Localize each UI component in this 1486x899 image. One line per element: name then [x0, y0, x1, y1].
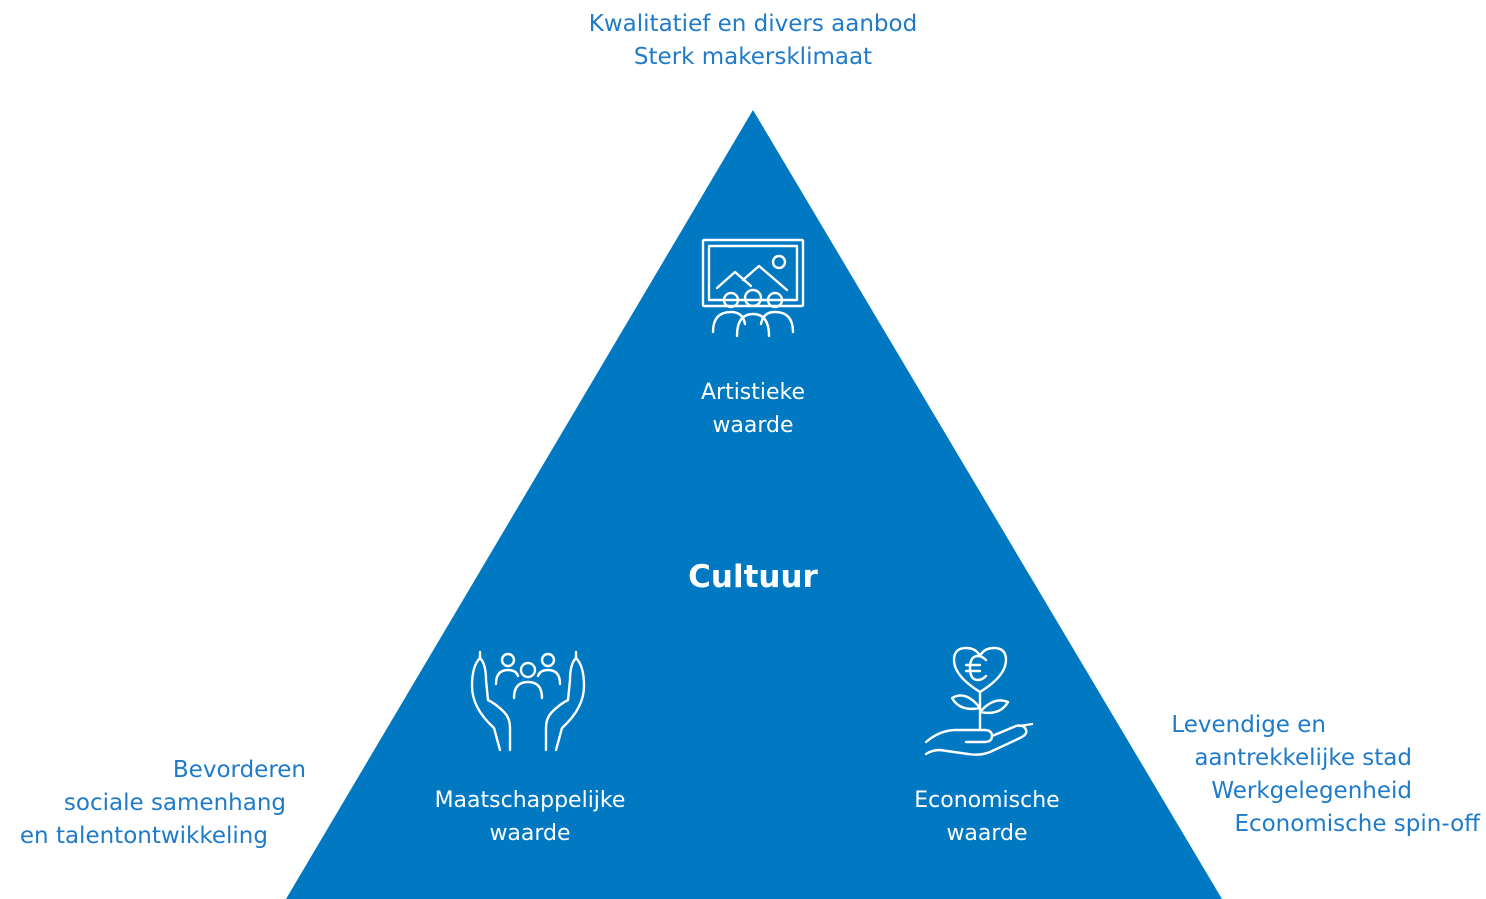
- social-value-line-2: waarde: [489, 821, 571, 846]
- left-annotation-line-3: en talentontwikkeling: [19, 823, 268, 849]
- social-value-label: Maatschappelijke waarde: [400, 784, 660, 850]
- left-annotation-line-1: Bevorderen: [172, 757, 306, 783]
- left-annotation-line-2: sociale samenhang: [63, 790, 286, 816]
- right-annotation-line-1: Levendige en: [1171, 712, 1326, 738]
- economic-value-line-2: waarde: [946, 821, 1028, 846]
- hand-growing-euro-plant-icon: [924, 646, 1034, 756]
- economic-value-label: Economische waarde: [857, 784, 1117, 850]
- framed-painting-audience-icon: [701, 238, 805, 338]
- right-annotation-line-3: Werkgelegenheid: [1211, 778, 1412, 804]
- right-annotation-line-4: Economische spin-off: [1234, 811, 1480, 837]
- top-annotation: Kwalitatief en divers aanbod Sterk maker…: [560, 8, 946, 74]
- center-title: Cultuur: [688, 559, 818, 595]
- top-annotation-line-2: Sterk makersklimaat: [633, 44, 873, 70]
- top-annotation-line-1: Kwalitatief en divers aanbod: [588, 11, 918, 37]
- left-annotation: Bevorderen sociale samenhang en talenton…: [0, 754, 306, 853]
- artistic-value-line-1: Artistieke: [700, 380, 806, 405]
- right-annotation-line-2: aantrekkelijke stad: [1194, 745, 1412, 771]
- right-annotation: Levendige en aantrekkelijke stad Werkgel…: [1160, 709, 1480, 841]
- artistic-value-label: Artistieke waarde: [653, 376, 853, 442]
- hands-holding-people-icon: [470, 650, 586, 752]
- artistic-value-line-2: waarde: [712, 413, 794, 438]
- economic-value-line-1: Economische: [914, 788, 1060, 813]
- social-value-line-1: Maatschappelijke: [434, 788, 626, 813]
- triangle-shape: [286, 110, 1222, 899]
